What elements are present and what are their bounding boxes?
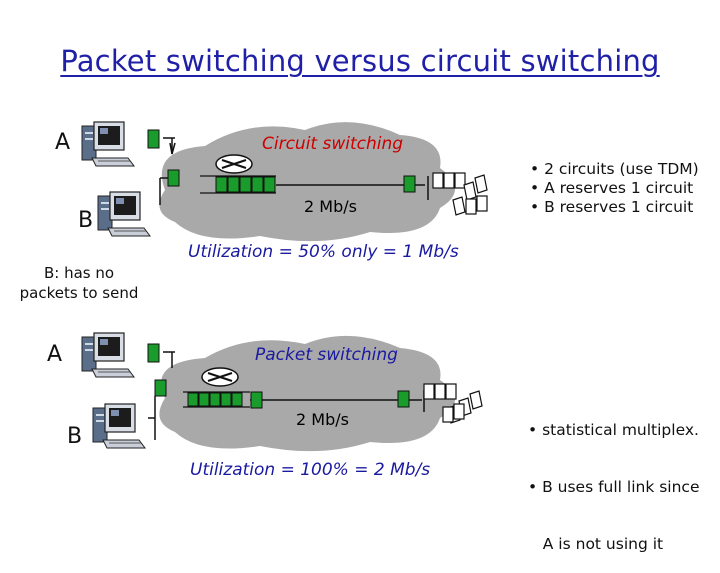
circuit-switching-heading: Circuit switching bbox=[262, 134, 404, 154]
page-title: Packet switching versus circuit switchin… bbox=[60, 44, 660, 78]
host-b-label: B bbox=[78, 208, 94, 233]
packet-notes: • statistical multiplex. • B uses full l… bbox=[528, 383, 700, 573]
link-rate-label: 2 Mb/s bbox=[296, 410, 349, 429]
host-a-label: A bbox=[47, 342, 63, 367]
packet-utilization: Utilization = 100% = 2 Mb/s bbox=[190, 460, 431, 480]
b-note: B: has no packets to send bbox=[4, 263, 154, 303]
computer-icon bbox=[81, 121, 135, 167]
note-line: • B uses full link since bbox=[528, 478, 700, 496]
note-line: • B reserves 1 circuit bbox=[530, 198, 694, 216]
note-line: • 2 circuits (use TDM) bbox=[530, 160, 699, 178]
packet-switching-heading: Packet switching bbox=[255, 345, 398, 365]
network-cloud bbox=[159, 335, 455, 452]
note-line: • statistical multiplex. bbox=[528, 421, 699, 439]
link-rate-label: 2 Mb/s bbox=[304, 197, 357, 216]
diagram-canvas bbox=[81, 121, 488, 452]
host-b-label: B bbox=[67, 424, 83, 449]
circuit-notes: • 2 circuits (use TDM) • A reserves 1 ci… bbox=[530, 160, 699, 217]
output-queue bbox=[200, 175, 276, 194]
b-note-line: B: has no bbox=[43, 264, 115, 282]
packet-marker bbox=[147, 129, 160, 149]
note-line: A is not using it bbox=[528, 535, 664, 553]
destination-slots bbox=[423, 383, 483, 424]
computer-icon bbox=[81, 332, 135, 378]
b-note-line: packets to send bbox=[19, 284, 139, 302]
note-line: • A reserves 1 circuit bbox=[530, 179, 694, 197]
output-queue bbox=[183, 391, 250, 408]
circuit-utilization: Utilization = 50% only = 1 Mb/s bbox=[188, 242, 459, 262]
host-a-label: A bbox=[55, 130, 71, 155]
computer-icon bbox=[92, 403, 146, 449]
computer-icon bbox=[97, 191, 151, 237]
destination-slots bbox=[432, 172, 488, 216]
router-icon bbox=[215, 154, 253, 174]
router-icon bbox=[201, 367, 239, 387]
network-cloud bbox=[159, 122, 455, 242]
